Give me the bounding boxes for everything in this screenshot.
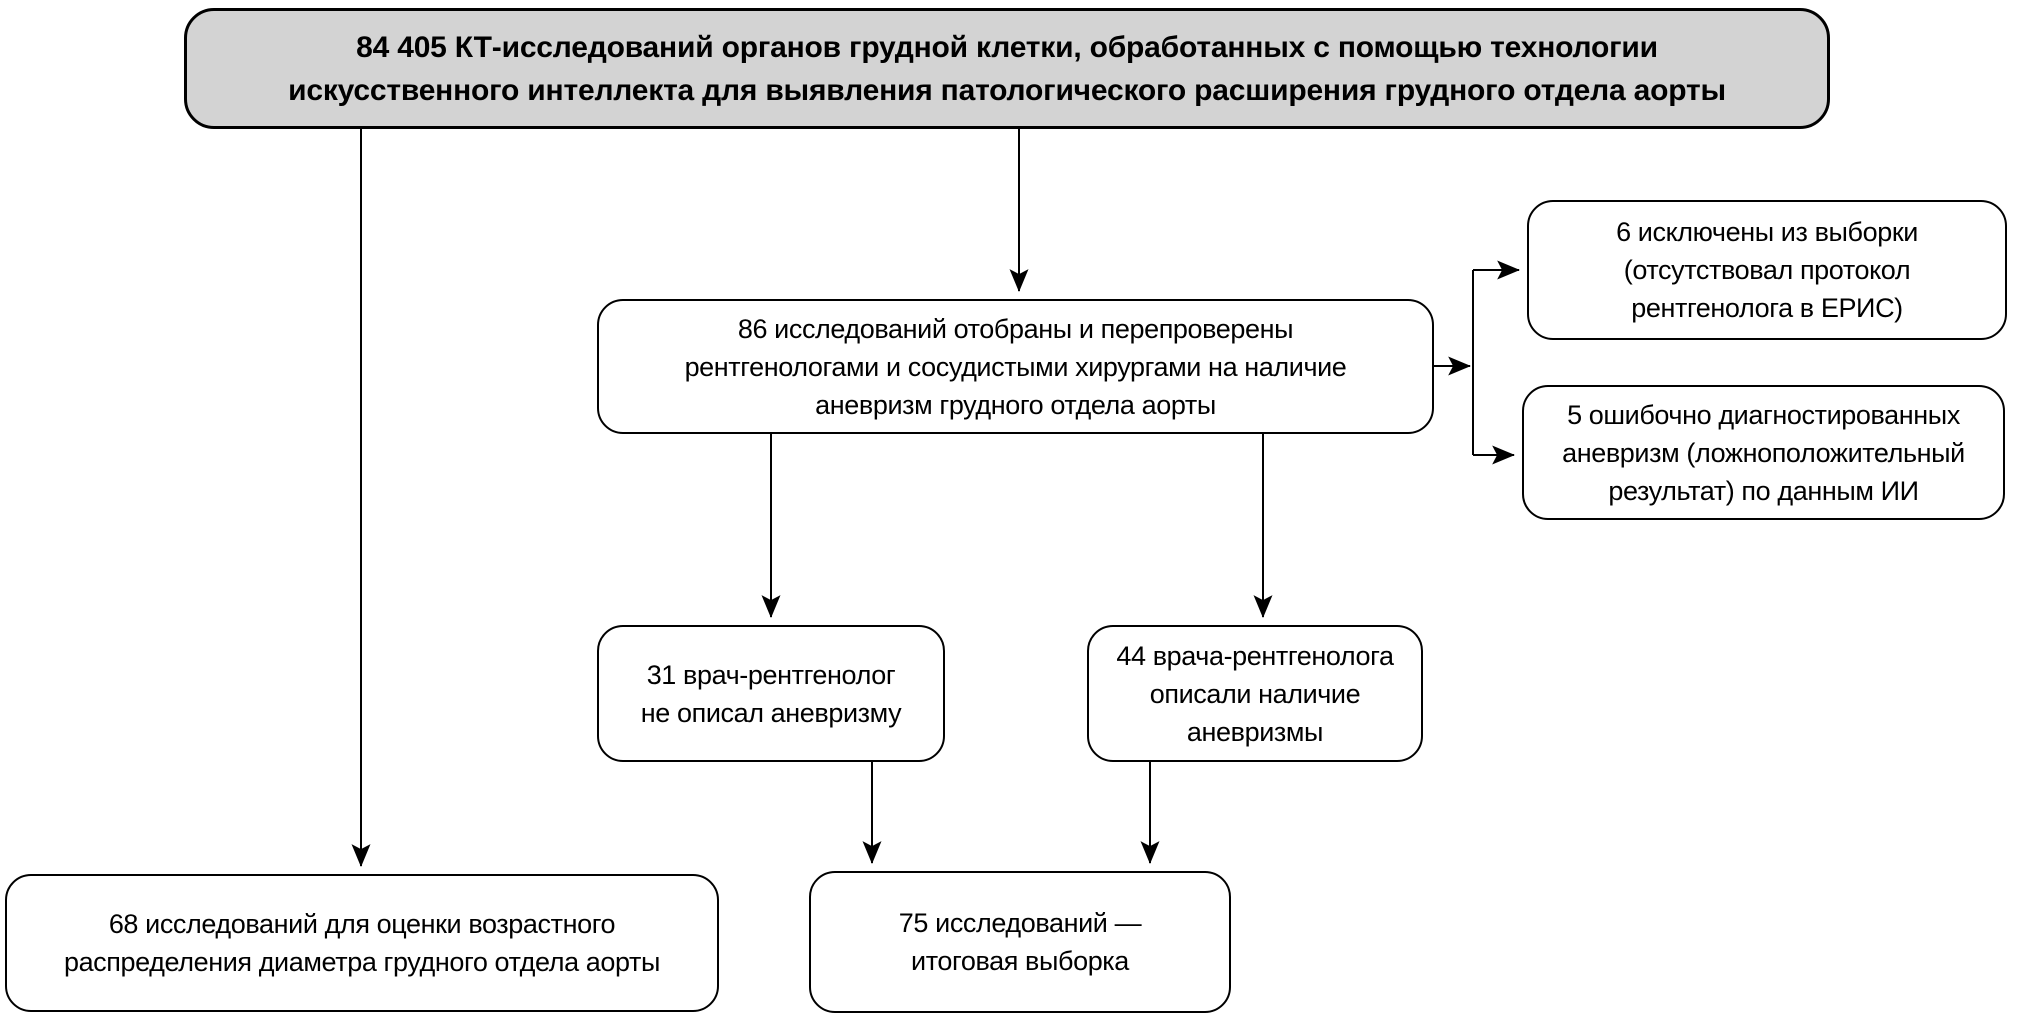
- node-excluded-6-line3: рентгенолога в ЕРИС): [1631, 293, 1903, 323]
- node-described-44: 44 врача-рентгенолога описали наличие ан…: [1087, 625, 1423, 762]
- node-age-distribution-68-line2: распределения диаметра грудного отдела а…: [63, 947, 661, 977]
- node-excluded-6-line2: (отсутствовал протокол: [1623, 255, 1911, 285]
- node-false-positive-5: 5 ошибочно диагностированных аневризм (л…: [1522, 385, 2005, 520]
- node-reviewed-86-line2: рентгенологами и сосудистыми хирургами н…: [684, 351, 1347, 382]
- node-not-described-31-line1: 31 врач-рентгенолог: [646, 659, 896, 690]
- node-false-positive-5-line2: аневризм (ложноположительный: [1562, 437, 1965, 468]
- node-described-44-line2: описали наличие: [1149, 678, 1361, 709]
- node-age-distribution-68: 68 исследований для оценки возрастного р…: [5, 874, 719, 1012]
- node-excluded-6-line1: 6 исключены из выборки: [1616, 217, 1918, 247]
- node-final-sample-75-line1: 75 исследований —: [898, 908, 1142, 938]
- node-total-ct-line1: 84 405 КТ-исследований органов грудной к…: [356, 30, 1658, 64]
- node-false-positive-5-line1: 5 ошибочно диагностированных: [1567, 399, 1960, 430]
- node-not-described-31-line2: не описал аневризму: [640, 697, 902, 728]
- node-total-ct-studies: 84 405 КТ-исследований органов грудной к…: [184, 8, 1830, 129]
- node-final-sample-75: 75 исследований — итоговая выборка: [809, 871, 1231, 1013]
- node-reviewed-86-line3: аневризм грудного отдела аорты: [815, 389, 1216, 420]
- node-false-positive-5-line3: результат) по данным ИИ: [1608, 475, 1919, 506]
- node-described-44-line1: 44 врача-рентгенолога: [1116, 640, 1394, 671]
- node-final-sample-75-line2: итоговая выборка: [911, 946, 1129, 976]
- node-not-described-31: 31 врач-рентгенолог не описал аневризму: [597, 625, 945, 762]
- node-excluded-6: 6 исключены из выборки (отсутствовал про…: [1527, 200, 2007, 340]
- node-reviewed-86-line1: 86 исследований отобраны и перепроверены: [737, 313, 1294, 344]
- node-described-44-line3: аневризмы: [1186, 716, 1324, 747]
- node-reviewed-86: 86 исследований отобраны и перепроверены…: [597, 299, 1434, 434]
- node-total-ct-line2: искусственного интеллекта для выявления …: [288, 73, 1726, 107]
- node-age-distribution-68-line1: 68 исследований для оценки возрастного: [108, 909, 616, 939]
